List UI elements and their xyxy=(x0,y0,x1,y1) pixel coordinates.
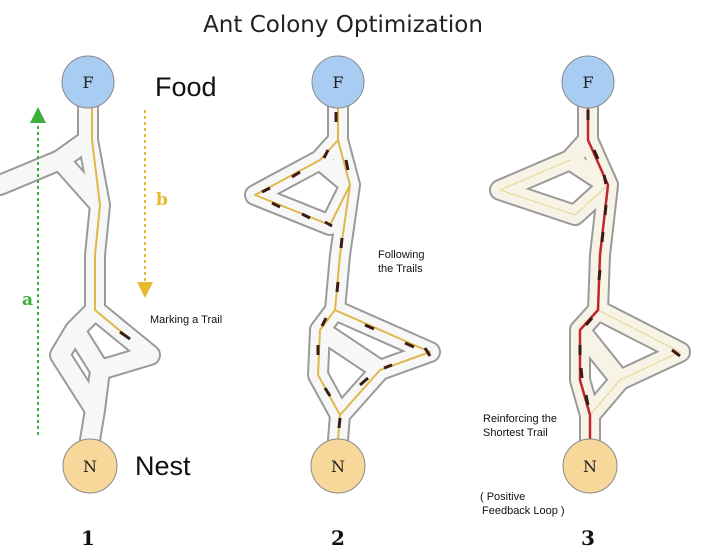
panel-number-1: 1 xyxy=(81,526,95,550)
ant xyxy=(584,317,594,326)
ant xyxy=(320,317,328,327)
food-node xyxy=(311,55,365,109)
ant xyxy=(423,347,432,357)
panel-1: a b F N Food Nest Marking a Trail 1 xyxy=(0,55,222,550)
panel-1-trail xyxy=(91,91,126,336)
ant xyxy=(592,149,600,160)
panel-2-ants xyxy=(261,112,432,429)
ant xyxy=(323,387,332,397)
ant xyxy=(335,281,340,293)
ant xyxy=(600,231,605,243)
arrow-a-label: a xyxy=(22,290,33,310)
ant xyxy=(584,394,590,406)
panel-2-trail xyxy=(254,91,431,441)
panel-3: F N Reinforcing the Shortest Trail ( Pos… xyxy=(480,55,691,550)
ant xyxy=(602,174,608,185)
feedback-annotation-line2: Feedback Loop ) xyxy=(482,505,565,517)
nest-label: Nest xyxy=(135,451,191,481)
ant xyxy=(339,237,344,249)
nest-node xyxy=(310,438,366,494)
reinforcing-annotation-line2: Shortest Trail xyxy=(483,427,548,439)
food-node-letter: F xyxy=(582,73,593,92)
ant xyxy=(404,341,415,349)
panel-number-2: 2 xyxy=(331,526,345,550)
ant xyxy=(271,201,281,209)
nest-node xyxy=(562,438,618,494)
diagram-title: Ant Colony Optimization xyxy=(203,12,483,38)
food-node-letter: F xyxy=(332,73,343,92)
ant xyxy=(322,149,330,159)
feedback-annotation-line1: ( Positive xyxy=(480,491,525,503)
nest-node-letter: N xyxy=(583,457,597,476)
ant xyxy=(597,269,602,281)
ant xyxy=(291,170,301,179)
nest-node-letter: N xyxy=(83,457,97,476)
ant xyxy=(324,220,333,228)
arrow-b-label: b xyxy=(156,190,168,210)
food-node-letter: F xyxy=(82,73,93,92)
food-node xyxy=(561,55,615,109)
panel-3-faint-trail xyxy=(499,159,681,416)
ant xyxy=(383,363,393,370)
ant xyxy=(301,212,311,220)
following-trails-annotation-line2: the Trails xyxy=(378,263,423,275)
reinforcing-annotation-line1: Reinforcing the xyxy=(483,413,557,425)
ant xyxy=(579,367,584,379)
panel-1-path-fill xyxy=(0,86,159,449)
ant xyxy=(344,159,350,171)
panel-2: F N Following the Trails 2 xyxy=(244,55,441,550)
ant xyxy=(119,330,131,341)
nest-node xyxy=(62,438,118,494)
panel-3-ants xyxy=(578,110,681,406)
ant xyxy=(337,417,342,429)
ant xyxy=(359,376,369,387)
nest-node-letter: N xyxy=(331,457,345,476)
ant xyxy=(671,348,681,358)
marking-trail-annotation: Marking a Trail xyxy=(150,314,222,326)
ant xyxy=(261,186,271,194)
ant xyxy=(603,204,608,216)
food-node xyxy=(61,55,115,109)
following-trails-annotation-line1: Following xyxy=(378,249,424,261)
ant xyxy=(364,323,375,331)
panel-number-3: 3 xyxy=(581,526,595,550)
food-label: Food xyxy=(155,72,217,102)
